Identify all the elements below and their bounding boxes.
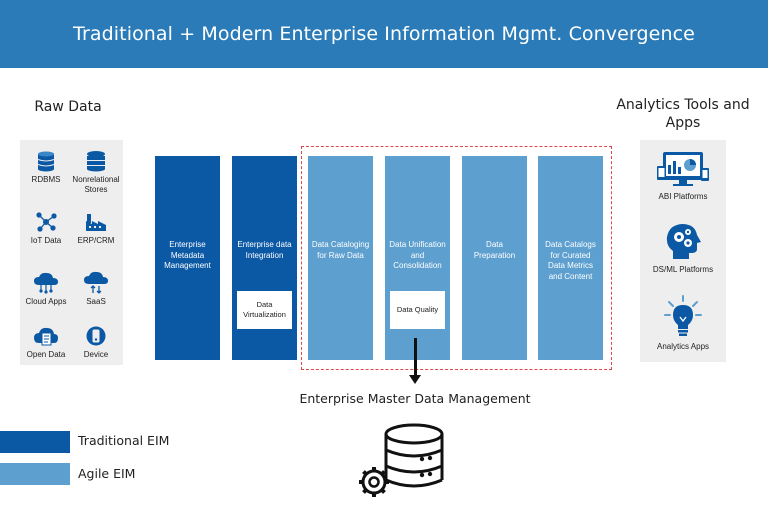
network-nodes-icon (36, 212, 57, 232)
bar-data-unification: Data Unification and Consolidation Data … (385, 156, 450, 360)
stacked-database-icon (87, 151, 105, 172)
analytics-title: Analytics Tools and Apps (616, 97, 750, 131)
source-label: SaaS (86, 297, 106, 306)
legend-label-agile: Agile EIM (78, 466, 136, 481)
tool-dsml-platforms: DS/ML Platforms (640, 221, 726, 275)
source-label: Nonrelational Stores (72, 175, 120, 194)
bar-enterprise-metadata-management: Enterprise Metadata Management (155, 156, 220, 360)
bar-data-catalogs-curated: Data Catalogs for Curated Data Metrics a… (538, 156, 603, 360)
source-label: Cloud Apps (25, 297, 67, 306)
database-icon (37, 151, 55, 172)
source-iot-data: IoT Data (16, 211, 76, 246)
legend-label-traditional: Traditional EIM (78, 433, 170, 448)
source-label: ERP/CRM (77, 236, 115, 245)
raw-data-panel (20, 140, 123, 365)
cloud-transfer-icon (84, 271, 108, 294)
mdm-arrow (414, 338, 417, 376)
source-label: RDBMS (31, 175, 61, 184)
header-banner: Traditional + Modern Enterprise Informat… (0, 0, 768, 68)
mdm-arrow-head (409, 375, 421, 384)
source-erp-crm: ERP/CRM (66, 211, 126, 246)
tool-label: DS/ML Platforms (652, 265, 714, 274)
tool-label: Analytics Apps (656, 342, 710, 351)
legend-swatch-traditional (0, 431, 70, 453)
bar-label: Data Catalogs for Curated Data Metrics a… (545, 240, 596, 281)
legend-swatch-agile (0, 463, 70, 485)
data-virtualization-box: Data Virtualization (237, 291, 292, 329)
data-quality-box: Data Quality (390, 291, 445, 329)
source-cloud-apps: Cloud Apps (16, 270, 76, 307)
source-device: Device (66, 325, 126, 360)
source-saas: SaaS (66, 270, 126, 307)
brain-gears-icon (666, 224, 701, 259)
bar-label: Data Cataloging for Raw Data (311, 240, 370, 260)
source-rdbms: RDBMS (16, 150, 76, 185)
inner-box-label: Data Quality (396, 305, 439, 314)
document-cloud-icon (34, 327, 58, 346)
source-label: Open Data (26, 350, 66, 359)
bar-data-cataloging-raw: Data Cataloging for Raw Data (308, 156, 373, 360)
inner-box-label: Data Virtualization (243, 300, 286, 319)
bar-enterprise-data-integration: Enterprise data Integration Data Virtual… (232, 156, 297, 360)
tool-abi-platforms: ABI Platforms (640, 150, 726, 202)
dashboard-monitor-icon (657, 152, 709, 186)
factory-icon (86, 214, 106, 231)
source-label: IoT Data (30, 236, 62, 245)
database-gear-icon (359, 423, 444, 497)
tool-label: ABI Platforms (658, 192, 708, 201)
tool-analytics-apps: Analytics Apps (640, 294, 726, 352)
bar-label: Enterprise data Integration (237, 240, 292, 260)
bar-label: Data Unification and Consolidation (389, 240, 446, 270)
agile-group-outline (301, 146, 612, 370)
raw-data-title: Raw Data (34, 99, 102, 115)
bar-label: Enterprise Metadata Management (164, 240, 211, 270)
cloud-network-icon (34, 272, 58, 294)
source-label: Device (83, 350, 109, 359)
bar-label: Data Preparation (473, 240, 516, 260)
lightbulb-icon (664, 295, 702, 336)
source-open-data: Open Data (16, 325, 76, 360)
page-title: Traditional + Modern Enterprise Informat… (73, 23, 695, 45)
device-icon (86, 326, 106, 346)
bar-data-preparation: Data Preparation (462, 156, 527, 360)
source-nonrelational-stores: Nonrelational Stores (66, 150, 126, 195)
mdm-label: Enterprise Master Data Management (299, 391, 531, 406)
